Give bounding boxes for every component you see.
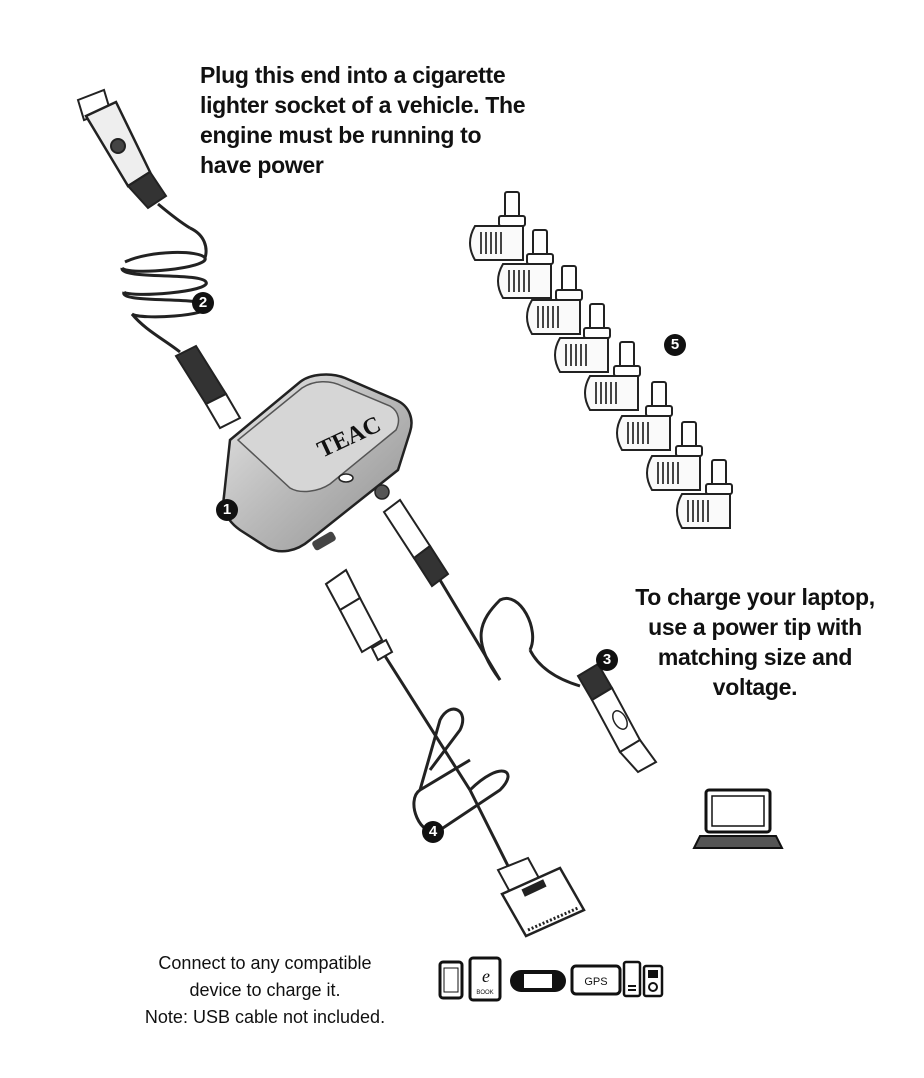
phone-icon: [438, 960, 464, 1000]
usb-cable: [324, 568, 512, 871]
gps-label: GPS: [584, 976, 607, 988]
marker-1: 1: [216, 499, 238, 521]
handheld-game-icon: [510, 970, 566, 992]
device-charging-note-line1: Connect to any compatible: [158, 953, 372, 973]
power-tips-set: [469, 191, 733, 529]
power-tip-instruction: To charge your laptop, use a power tip w…: [635, 584, 875, 700]
dock-connector: [496, 856, 586, 938]
teac-charger-hub: TEAC: [222, 373, 413, 553]
marker-3: 3: [596, 649, 618, 671]
gps-icon: GPS: [570, 964, 622, 996]
cigarette-lighter-plug: [76, 88, 168, 210]
ebook-letter: e: [482, 966, 490, 986]
dc-input-plug: [174, 344, 242, 430]
coiled-cable: [120, 202, 210, 354]
device-charging-note-line3: Note: USB cable not included.: [144, 1007, 386, 1027]
laptop-icon: [692, 788, 784, 849]
marker-4: 4: [422, 821, 444, 843]
device-charging-note: Connect to any compatible device to char…: [100, 950, 430, 1031]
ipod-icon: [642, 964, 664, 998]
ebook-icon: e BOOK: [468, 956, 502, 1002]
marker-2: 2: [192, 292, 214, 314]
lighter-plug-instruction: Plug this end into a cigarette lighter s…: [200, 62, 526, 178]
device-charging-note-line2: device to charge it.: [189, 980, 341, 1000]
marker-5: 5: [664, 334, 686, 356]
ebook-caption: BOOK: [476, 990, 493, 996]
laptop-output-cable: [382, 498, 658, 774]
mp3-player-icon: [622, 960, 642, 998]
